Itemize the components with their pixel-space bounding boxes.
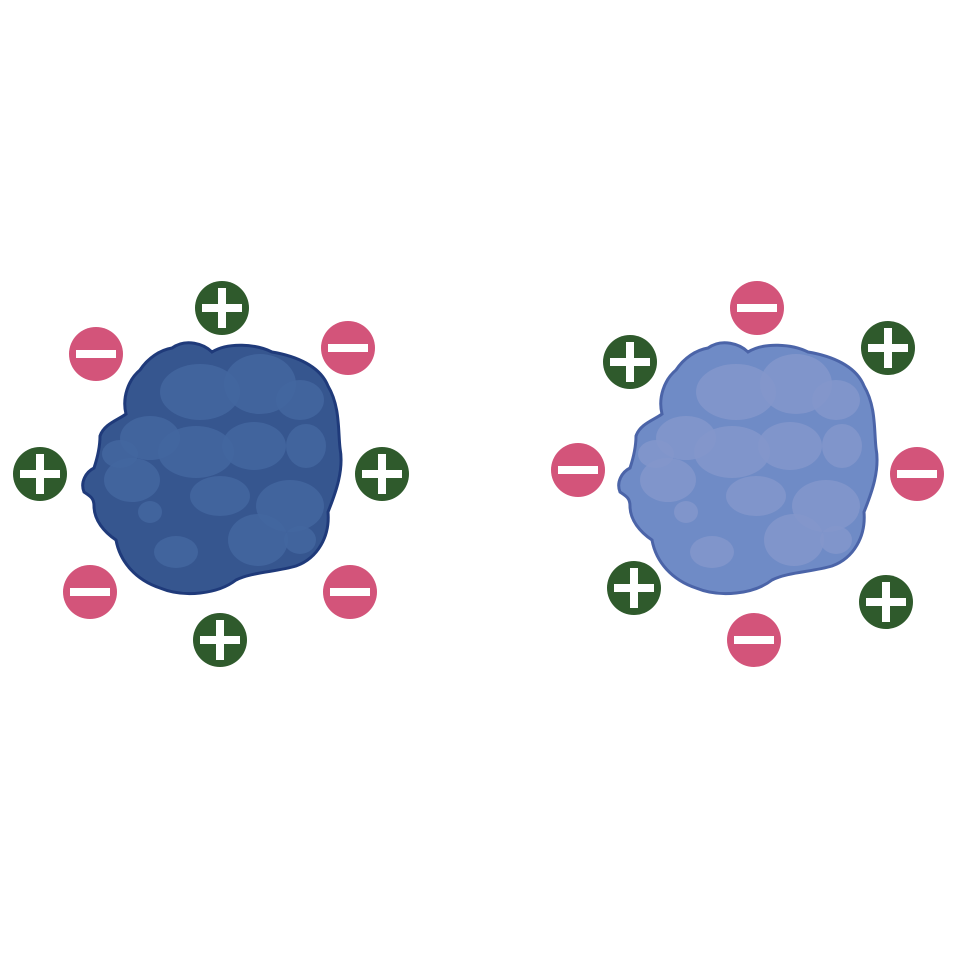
left-charge-plus-4 bbox=[193, 613, 247, 667]
right-charges bbox=[551, 281, 944, 667]
left-protein-lobe bbox=[228, 514, 288, 566]
right-protein-lobe bbox=[726, 476, 786, 516]
right-protein-lobe bbox=[638, 440, 674, 468]
left-protein-lobe bbox=[222, 422, 286, 470]
right-protein-lobe bbox=[674, 501, 698, 523]
left-charge-minus-7 bbox=[69, 327, 123, 381]
plus-icon bbox=[362, 454, 402, 494]
right-charge-plus-3 bbox=[859, 575, 913, 629]
left-charge-minus-3 bbox=[323, 565, 377, 619]
minus-icon bbox=[734, 636, 774, 644]
right-charge-minus-6 bbox=[551, 443, 605, 497]
left-charge-minus-1 bbox=[321, 321, 375, 375]
left-charge-plus-2 bbox=[355, 447, 409, 501]
minus-icon bbox=[70, 588, 110, 596]
plus-icon bbox=[868, 328, 908, 368]
right-protein-lobe bbox=[812, 380, 860, 420]
left-protein-lobe bbox=[190, 476, 250, 516]
right-charge-minus-4 bbox=[727, 613, 781, 667]
left-protein-lobe bbox=[286, 424, 326, 468]
minus-icon bbox=[897, 470, 937, 478]
left-charge-plus-6 bbox=[13, 447, 67, 501]
right-protein-group bbox=[551, 281, 944, 667]
right-charge-plus-1 bbox=[861, 321, 915, 375]
right-protein-lobe bbox=[640, 458, 696, 502]
right-charge-minus-2 bbox=[890, 447, 944, 501]
left-protein-lobe bbox=[276, 380, 324, 420]
left-protein-lobe bbox=[102, 440, 138, 468]
left-protein-lobe bbox=[160, 364, 240, 420]
right-protein-lobe bbox=[696, 364, 776, 420]
left-protein-lobe bbox=[104, 458, 160, 502]
left-protein-lobe bbox=[138, 501, 162, 523]
left-protein-group bbox=[13, 281, 409, 667]
plus-icon bbox=[610, 342, 650, 382]
left-protein-lobe bbox=[284, 526, 316, 554]
left-charge-plus-0 bbox=[195, 281, 249, 335]
plus-icon bbox=[614, 568, 654, 608]
plus-icon bbox=[20, 454, 60, 494]
right-protein-lobe bbox=[694, 426, 770, 478]
right-protein-lobe bbox=[758, 422, 822, 470]
left-charges bbox=[13, 281, 409, 667]
plus-icon bbox=[866, 582, 906, 622]
left-protein-blob bbox=[81, 341, 343, 596]
right-protein-lobe bbox=[764, 514, 824, 566]
plus-icon bbox=[200, 620, 240, 660]
minus-icon bbox=[76, 350, 116, 358]
right-protein-lobe bbox=[820, 526, 852, 554]
right-charge-plus-7 bbox=[603, 335, 657, 389]
minus-icon bbox=[558, 466, 598, 474]
minus-icon bbox=[737, 304, 777, 312]
right-charge-minus-0 bbox=[730, 281, 784, 335]
right-charge-plus-5 bbox=[607, 561, 661, 615]
right-protein-lobe bbox=[822, 424, 862, 468]
minus-icon bbox=[328, 344, 368, 352]
plus-icon bbox=[202, 288, 242, 328]
minus-icon bbox=[330, 588, 370, 596]
right-protein-blob bbox=[617, 341, 879, 596]
right-protein-lobe bbox=[690, 536, 734, 568]
left-protein-lobe bbox=[158, 426, 234, 478]
left-charge-minus-5 bbox=[63, 565, 117, 619]
left-protein-lobe bbox=[154, 536, 198, 568]
